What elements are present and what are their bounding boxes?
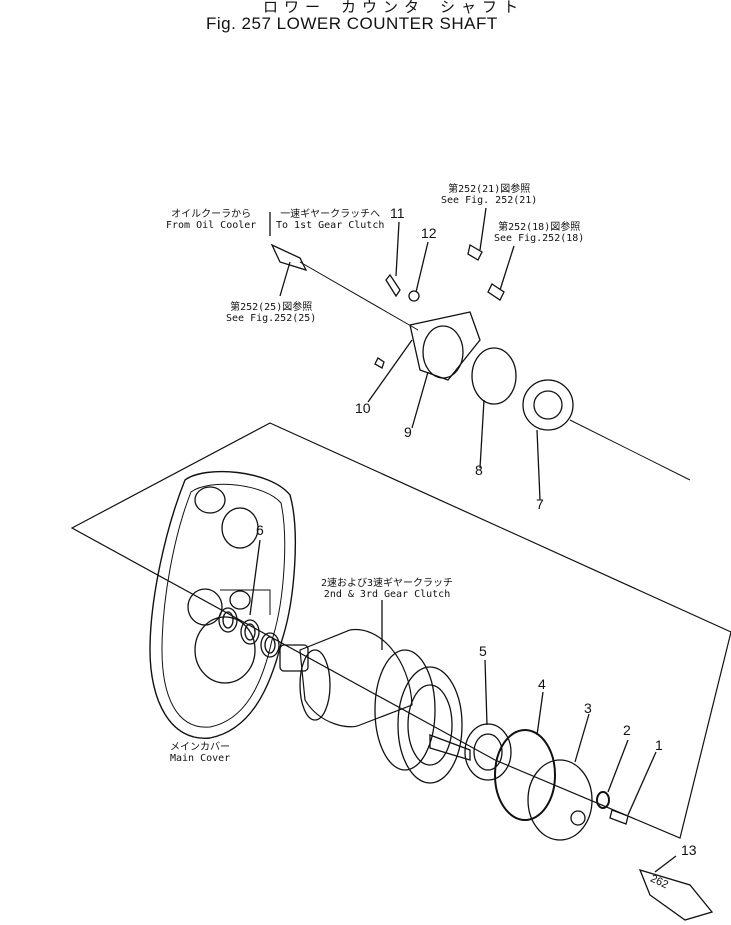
annotation-main-cover: メインカバー Main Cover <box>170 742 231 764</box>
bolt <box>609 809 629 825</box>
shaft-spline <box>279 644 309 672</box>
annotation-from-oil-cooler: オイルクーラから From Oil Cooler <box>166 209 257 231</box>
sealant-tube <box>638 868 714 921</box>
clutch-drum <box>299 628 413 728</box>
callout-10: 10 <box>355 400 371 416</box>
end-cover <box>527 759 593 841</box>
annotation-see-fig-252-21: 第252(21)図参照 See Fig. 252(21) <box>441 184 538 206</box>
callout-4: 4 <box>538 676 546 692</box>
bolt <box>385 273 401 298</box>
cover-hole <box>194 616 256 684</box>
callout-9: 9 <box>404 424 412 440</box>
main-cover-gasket <box>149 470 296 739</box>
seal-ring <box>240 619 260 645</box>
cover-hole <box>221 507 259 549</box>
pipe-fitting <box>270 243 308 272</box>
annotation-2nd-3rd-gear-clutch: 2速および3速ギヤークラッチ 2nd & 3rd Gear Clutch <box>321 578 454 600</box>
annotation-see-fig-252-18: 第252(18)図参照 See Fig.252(18) <box>494 222 585 244</box>
callout-6: 6 <box>256 522 264 538</box>
callout-8: 8 <box>475 462 483 478</box>
callout-3: 3 <box>584 700 592 716</box>
bearing-housing <box>409 311 481 381</box>
washer <box>596 791 610 809</box>
callout-5: 5 <box>479 643 487 659</box>
plug <box>374 357 385 369</box>
seal-ring <box>260 632 280 658</box>
shaft <box>429 734 471 761</box>
cover-hole <box>229 590 251 610</box>
bearing <box>522 379 574 431</box>
annotation-1st-gear-clutch: 一速ギヤークラッチへ To 1st Gear Clutch <box>276 209 385 231</box>
fitting <box>467 243 483 261</box>
callout-12: 12 <box>421 225 437 241</box>
shim <box>494 729 556 821</box>
seal-ring <box>218 607 238 633</box>
annotation-see-fig-252-25: 第252(25)図参照 See Fig.252(25) <box>226 302 317 324</box>
cover-hole <box>194 486 226 514</box>
clutch-gear <box>374 649 436 771</box>
callout-1: 1 <box>655 737 663 753</box>
reference-plane <box>70 422 731 839</box>
callout-11: 11 <box>390 205 405 221</box>
bearing <box>464 723 512 781</box>
callout-2: 2 <box>623 722 631 738</box>
title-japanese: ロワー カウンタ シャフト <box>263 0 525 16</box>
figure-title: Fig. 257 LOWER COUNTER SHAFT <box>206 14 498 33</box>
callout-7: 7 <box>536 496 544 512</box>
o-ring <box>471 347 517 405</box>
callout-13: 13 <box>681 842 697 858</box>
washer <box>408 290 420 302</box>
